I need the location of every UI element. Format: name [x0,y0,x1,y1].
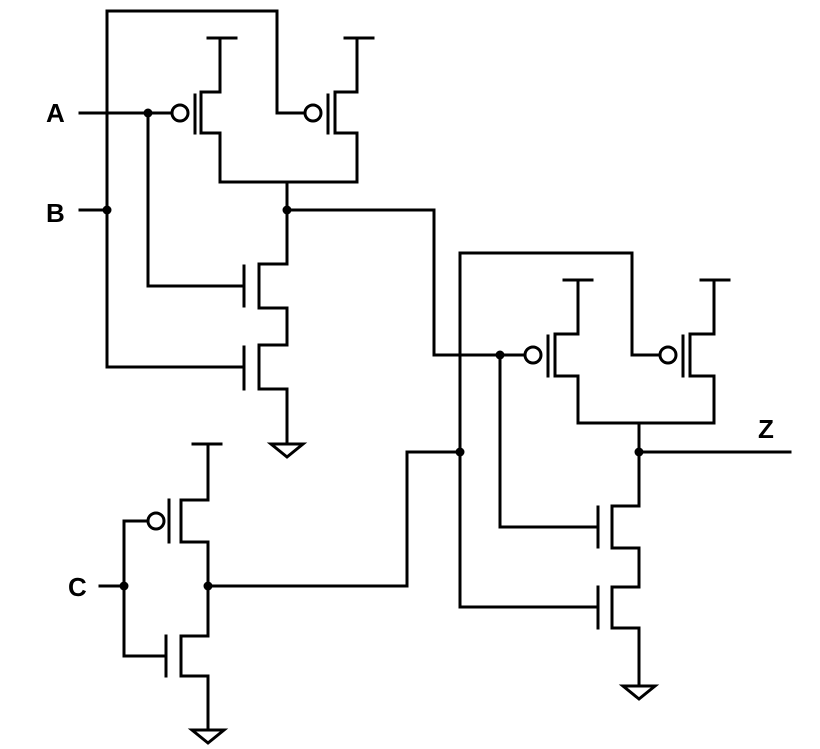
pmos-transistor-c [146,442,223,638]
nand1-output-wire [285,208,527,357]
nand-gate-1 [170,36,375,459]
nmos-transistor-a [242,262,289,347]
input-wire-a-to-nmos [146,111,246,288]
ground-symbol-1 [266,442,308,459]
input-label-b: B [46,198,65,228]
nmos-transistor-c [164,634,210,732]
nmos-transistor-2a [596,504,641,589]
pmos-transistor-2a [523,278,594,425]
nand-gate-2 [458,251,731,701]
input-label-c: C [68,572,87,602]
pmos-transistor-b [303,36,375,184]
ground-symbol-inv [187,728,229,745]
pmos-transistor-a [170,36,238,184]
input-label-a: A [46,98,65,128]
input-wire-b [78,9,306,369]
junction-dots [102,108,644,591]
ground-symbol-2 [618,684,660,701]
pmos-transistor-2b [658,278,731,425]
nmos-transistor-2b [596,585,641,688]
nmos-transistor-b [242,343,289,446]
output-label-z: Z [758,414,774,444]
inverter-c [98,442,462,745]
